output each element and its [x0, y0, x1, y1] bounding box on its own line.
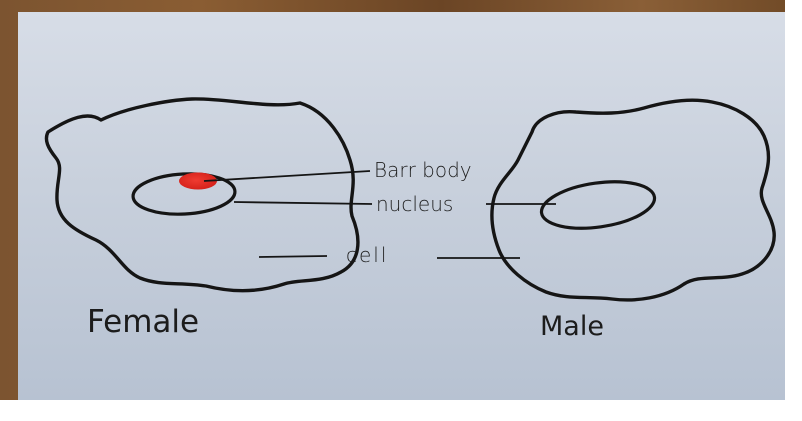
right-margin	[785, 0, 802, 421]
cell-label: cell	[346, 243, 388, 267]
male-label: Male	[540, 311, 604, 342]
bottom-margin	[0, 400, 802, 421]
female-cell-leader-line	[259, 256, 327, 257]
barr-body-label: Barr body	[374, 158, 472, 182]
female-label: Female	[87, 304, 199, 340]
nucleus-label: nucleus	[376, 192, 453, 216]
